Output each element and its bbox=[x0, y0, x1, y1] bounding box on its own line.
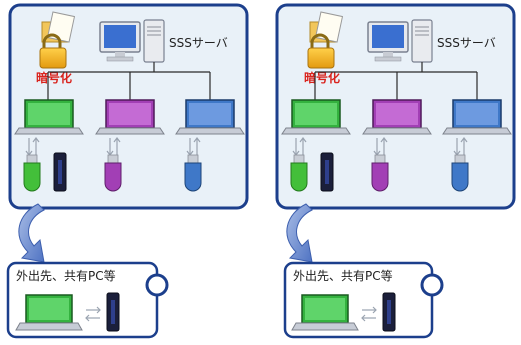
server-computer-icon bbox=[99, 19, 165, 63]
encrypt-label: 暗号化 bbox=[304, 70, 340, 85]
encrypted-folder-icon bbox=[307, 11, 344, 69]
remote-connector-ring-icon bbox=[420, 273, 444, 297]
encrypted-folder-icon bbox=[39, 11, 76, 69]
server-computer-icon bbox=[367, 19, 433, 63]
remote-sync-arrows-icon bbox=[85, 306, 101, 322]
usb-drive-purple-icon bbox=[104, 154, 122, 192]
laptop-green-icon bbox=[14, 99, 84, 135]
usb-drive-green-icon bbox=[23, 154, 41, 192]
remote-sync-arrows-icon bbox=[361, 306, 377, 322]
usb-drive-purple-icon bbox=[371, 154, 389, 192]
remote-laptop-icon bbox=[291, 294, 359, 331]
usb-drive-green-icon bbox=[290, 154, 308, 192]
usb-drive-blue-icon bbox=[184, 154, 202, 192]
laptop-purple-icon bbox=[95, 99, 165, 135]
server-label: SSSサーバ bbox=[169, 36, 228, 50]
server-label: SSSサーバ bbox=[437, 36, 496, 50]
transfer-arrow bbox=[18, 203, 45, 263]
laptop-blue-icon bbox=[175, 99, 245, 135]
transfer-arrow bbox=[286, 203, 313, 263]
remote-usb-drive-icon bbox=[106, 292, 120, 332]
remote-pc-box: 外出先、共有PC等 bbox=[6, 261, 169, 339]
usb-drive-blue-icon bbox=[451, 154, 469, 192]
laptop-blue-icon bbox=[442, 99, 512, 135]
panel-right: 暗号化 SSSサーバ bbox=[275, 3, 516, 339]
panel-left: 暗号化 SSSサーバ bbox=[6, 3, 249, 339]
remote-connector-ring-icon bbox=[145, 273, 169, 297]
remote-pc-box: 外出先、共有PC等 bbox=[283, 261, 444, 339]
laptop-green-icon bbox=[281, 99, 351, 135]
network-lines bbox=[314, 62, 478, 100]
usb-drive-black-icon bbox=[53, 152, 67, 192]
sync-arrows-blue-icon bbox=[186, 137, 201, 156]
laptop-purple-icon bbox=[362, 99, 432, 135]
network-lines bbox=[47, 62, 211, 100]
remote-laptop-icon bbox=[15, 294, 83, 331]
encrypt-label: 暗号化 bbox=[36, 70, 72, 85]
usb-drive-black-icon bbox=[320, 152, 334, 192]
remote-title: 外出先、共有PC等 bbox=[293, 269, 393, 283]
remote-usb-drive-icon bbox=[382, 292, 396, 332]
remote-title: 外出先、共有PC等 bbox=[16, 269, 116, 283]
